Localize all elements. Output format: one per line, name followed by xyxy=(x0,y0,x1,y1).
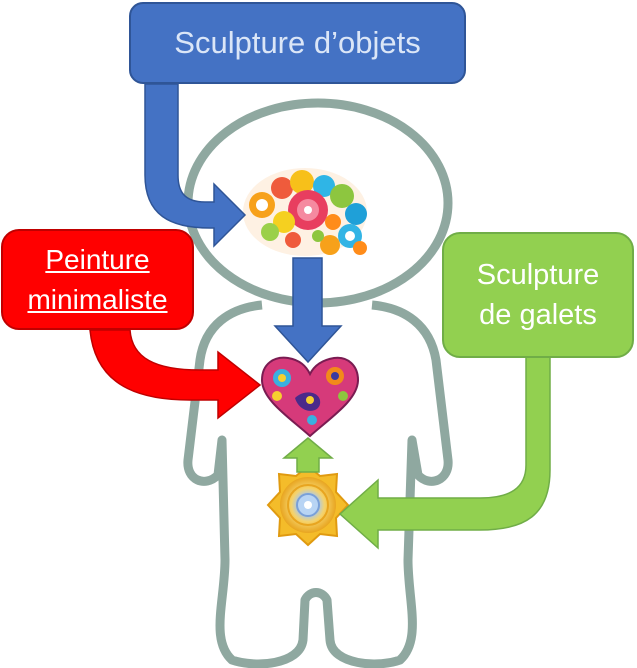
box-right-label-line1: Sculpture xyxy=(476,259,600,291)
box-top-label: Sculpture d’objets xyxy=(174,25,421,60)
box-right-label-line2: de galets xyxy=(479,299,597,331)
colorful-brain-icon xyxy=(243,168,367,256)
red-arrow-left-to-heart xyxy=(89,329,262,420)
box-sculpture-objets: Sculpture d’objets xyxy=(129,2,466,84)
blue-arrow-brain-to-heart xyxy=(273,257,343,364)
green-arrow-chakra-to-heart xyxy=(281,437,335,473)
box-peinture-minimaliste: Peinture minimaliste xyxy=(1,229,194,330)
box-left-label-line2: minimaliste xyxy=(27,283,168,315)
box-left-label-line1: Peinture xyxy=(45,243,150,275)
paisley-heart-icon xyxy=(260,356,360,438)
green-arrow-right-to-chakra xyxy=(338,347,551,550)
person-body xyxy=(183,300,453,668)
box-sculpture-galets: Sculpture de galets xyxy=(442,232,634,358)
blue-arrow-top-to-brain xyxy=(144,83,247,248)
solar-plexus-chakra-icon xyxy=(266,464,350,547)
